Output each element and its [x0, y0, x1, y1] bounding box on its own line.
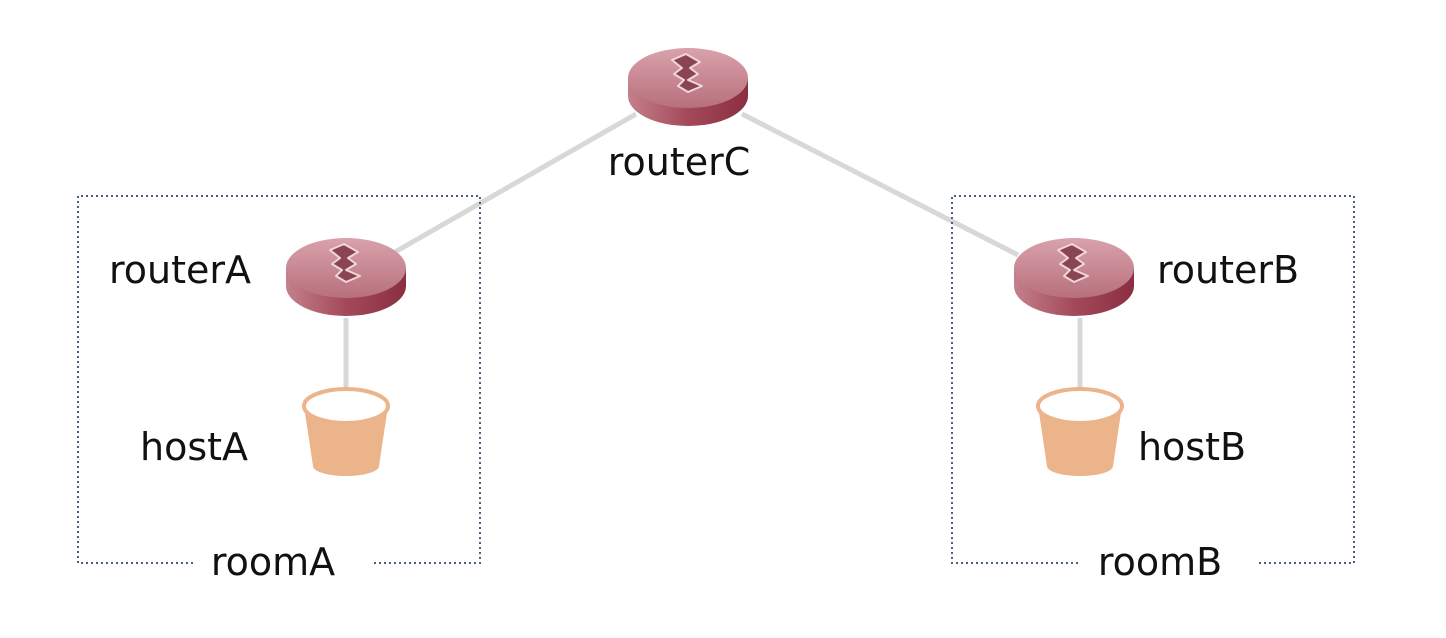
host-b-label: hostB: [1138, 425, 1246, 469]
router-a-label: routerA: [109, 248, 251, 292]
host-cylinder-icon: [1036, 387, 1124, 478]
link-routerC-routerA: [393, 111, 638, 255]
host-a[interactable]: hostA: [140, 387, 390, 478]
room-b-border: [951, 195, 1355, 564]
host-b[interactable]: hostB: [1036, 387, 1246, 478]
links: [343, 111, 1083, 390]
router-c[interactable]: routerC: [608, 47, 751, 184]
router-a[interactable]: routerA: [109, 237, 407, 317]
room-b-label: roomB: [1098, 540, 1222, 584]
room-a-border: [77, 195, 481, 564]
router-c-label: routerC: [608, 140, 751, 184]
router-icon: [627, 47, 749, 127]
link-routerC-routerB: [740, 111, 1020, 258]
room-b: roomB: [951, 195, 1355, 584]
router-icon: [285, 237, 407, 317]
router-b[interactable]: routerB: [1013, 237, 1299, 317]
host-a-label: hostA: [140, 425, 248, 469]
room-a-label: roomA: [211, 540, 335, 584]
router-icon: [1013, 237, 1135, 317]
room-a: roomA: [77, 195, 481, 584]
host-cylinder-icon: [302, 387, 390, 478]
router-b-label: routerB: [1157, 248, 1299, 292]
